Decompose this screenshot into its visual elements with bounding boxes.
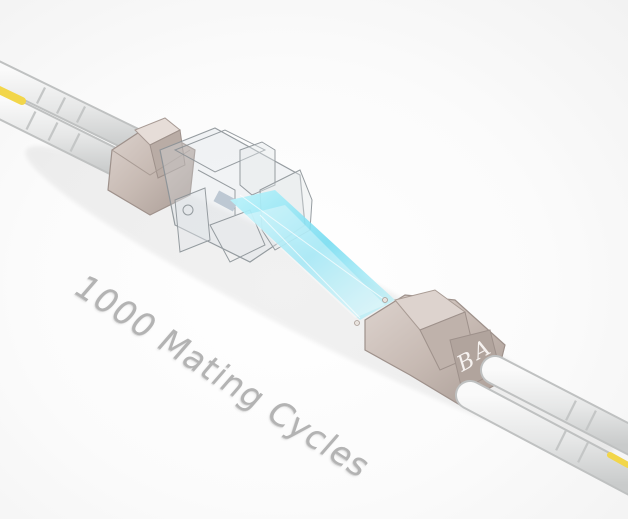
- left-fiber-core: [0, 85, 26, 105]
- ferrule: [213, 190, 239, 212]
- left-lc-connector: [107, 117, 196, 216]
- left-cable-upper: [0, 60, 163, 161]
- right-lc-connector: B A: [354, 289, 506, 406]
- right-cable-pair: [455, 355, 628, 496]
- right-cable-lower: [455, 380, 628, 496]
- right-cable-upper: [480, 355, 628, 456]
- right-fiber-core: [607, 452, 628, 468]
- light-beam: [230, 190, 395, 320]
